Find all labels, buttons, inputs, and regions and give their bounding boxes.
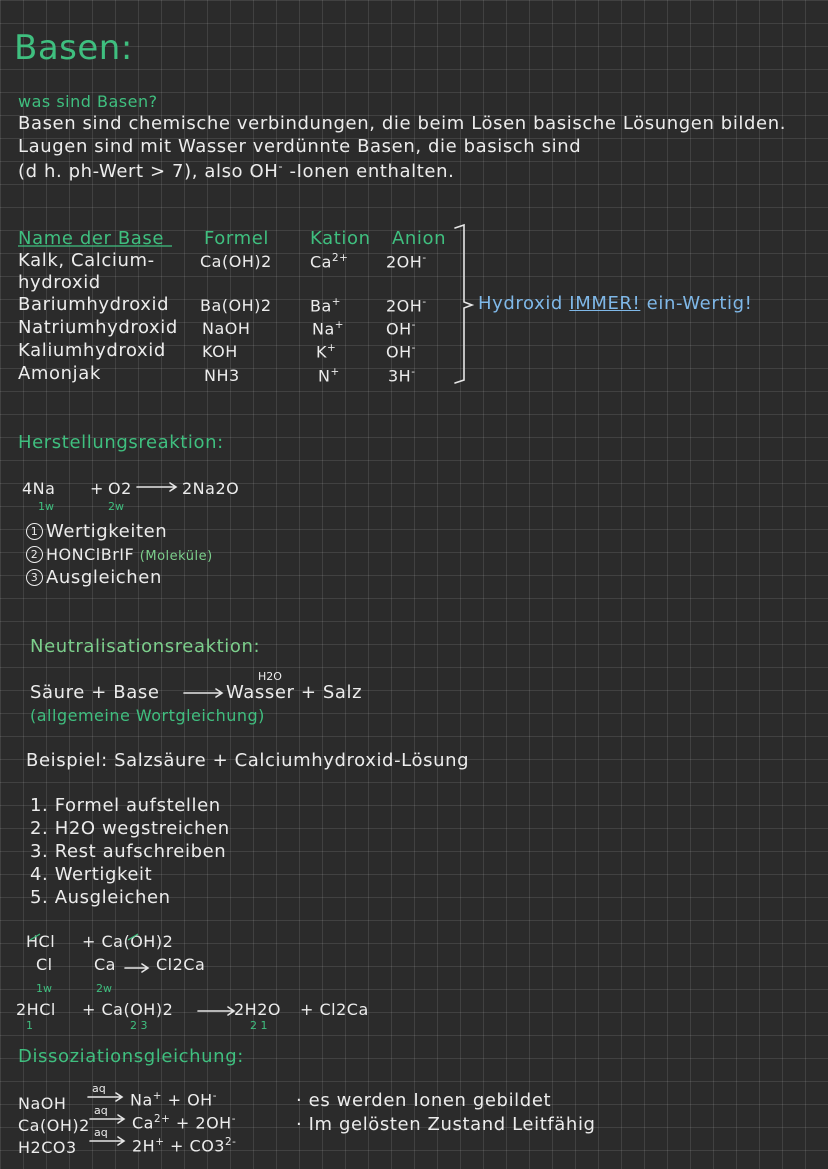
index-label: 2 3 xyxy=(130,1019,148,1032)
eq-plus: + xyxy=(90,479,104,498)
table-row-formula: NaOH xyxy=(202,319,251,338)
arrow-right-icon xyxy=(89,1136,126,1146)
table-row-anion: OH- xyxy=(386,342,416,362)
table-row-name: Natriumhydroxid xyxy=(18,317,178,338)
table-row-name-cont: hydroxid xyxy=(18,272,101,293)
table-row-formula: NH3 xyxy=(204,366,240,385)
word-equation-right: Wasser + Salz xyxy=(226,682,363,703)
strike-mark xyxy=(127,933,139,941)
table-row-anion: 3H- xyxy=(388,366,416,386)
valence-label: 1w xyxy=(36,982,52,995)
table-row-formula: Ca(OH)2 xyxy=(200,252,272,271)
example-line: Beispiel: Salzsäure + Calciumhydroxid-Lö… xyxy=(26,750,470,771)
work-ca: Ca xyxy=(94,955,116,974)
dissociation-right: 2H+ + CO32- xyxy=(132,1136,237,1156)
dissociation-left: Ca(OH)2 xyxy=(18,1116,90,1135)
table-row-name: Amonjak xyxy=(18,363,101,384)
arrow-right-icon xyxy=(124,963,150,973)
table-row-cation: N+ xyxy=(318,366,340,386)
procedure-step: 5. Ausgleichen xyxy=(30,887,171,908)
arrow-right-icon xyxy=(197,1006,236,1016)
table-row-cation: Na+ xyxy=(312,319,344,339)
aq-label: aq xyxy=(94,1126,108,1139)
procedure-step: 4. Wertigkeit xyxy=(30,864,153,885)
work-hcl: HCl xyxy=(26,932,56,951)
table-row-anion: OH- xyxy=(386,319,416,339)
work-cl: Cl xyxy=(36,955,53,974)
table-header-name: Name der Base xyxy=(18,228,165,249)
word-equation-note: (allgemeine Wortgleichung) xyxy=(30,706,265,725)
work-cl2ca: Cl2Ca xyxy=(156,955,206,974)
intro-line-2: Laugen sind mit Wasser verdünnte Basen, … xyxy=(18,136,582,157)
hydroxid-note: Hydroxid IMMER! ein-Wertig! xyxy=(478,293,753,314)
arrow-right-icon xyxy=(87,1092,124,1102)
table-row-anion: 2OH- xyxy=(386,252,427,272)
final-caoh2: + Ca(OH)2 xyxy=(82,1000,174,1019)
table-row-name: Bariumhydroxid xyxy=(18,294,170,315)
intro-question: was sind Basen? xyxy=(18,92,158,111)
brace-icon xyxy=(454,223,475,384)
aq-label: aq xyxy=(94,1104,108,1117)
dissociation-note: · es werden Ionen gebildet xyxy=(296,1090,552,1111)
dissociation-right: Ca2+ + 2OH- xyxy=(132,1113,236,1133)
intro-line-3: (d h. ph-Wert > 7), also OH- -Ionen enth… xyxy=(18,159,455,182)
eq-reactant-o2: O2 xyxy=(108,479,132,498)
procedure-step: 3. Rest aufschreiben xyxy=(30,841,227,862)
valence-label: 2w xyxy=(108,500,124,513)
table-row-name: Kalk, Calcium- xyxy=(18,250,155,271)
valence-label: 2w xyxy=(96,982,112,995)
h2o-label: H2O xyxy=(258,670,282,683)
procedure-step: 2. H2O wegstreichen xyxy=(30,818,230,839)
strike-mark xyxy=(29,933,41,941)
aq-label: aq xyxy=(92,1082,106,1095)
final-h2o: 2H2O xyxy=(234,1000,281,1019)
table-row-cation: K+ xyxy=(316,342,337,362)
index-label: 2 1 xyxy=(250,1019,268,1032)
table-header-cation: Kation xyxy=(310,228,371,249)
eq-reactant-na: 4Na xyxy=(22,479,56,498)
intro-line-1: Basen sind chemische verbindungen, die b… xyxy=(18,113,787,134)
table-row-formula: Ba(OH)2 xyxy=(200,296,272,315)
work-caoh2: + Ca(OH)2 xyxy=(82,932,174,951)
dissociation-left: NaOH xyxy=(18,1094,67,1113)
section-heading-herstellung: Herstellungsreaktion: xyxy=(18,432,224,453)
dissociation-right: Na+ + OH- xyxy=(130,1090,217,1110)
word-equation-left: Säure + Base xyxy=(30,682,160,703)
page-title: Basen: xyxy=(14,28,133,68)
final-hcl: 2HCl xyxy=(16,1000,56,1019)
arrow-right-icon xyxy=(183,688,224,698)
index-label: 1 xyxy=(26,1019,33,1032)
dissociation-left: H2CO3 xyxy=(18,1138,77,1157)
section-heading-dissoziation: Dissoziationsgleichung: xyxy=(18,1046,244,1067)
eq-product: 2Na2O xyxy=(182,479,240,498)
table-row-cation: Ba+ xyxy=(310,296,341,316)
arrow-right-icon xyxy=(89,1114,126,1124)
valence-label: 1w xyxy=(38,500,54,513)
table-header-formula: Formel xyxy=(204,228,270,249)
dissociation-note: · Im gelösten Zustand Leitfähig xyxy=(296,1114,596,1135)
final-cl2ca: + Cl2Ca xyxy=(300,1000,369,1019)
table-row-formula: KOH xyxy=(202,342,238,361)
table-row-cation: Ca2+ xyxy=(310,252,349,272)
section-heading-neutralisation: Neutralisationsreaktion: xyxy=(30,636,261,657)
arrow-right-icon xyxy=(136,482,178,492)
table-row-name: Kaliumhydroxid xyxy=(18,340,166,361)
table-header-anion: Anion xyxy=(392,228,447,249)
procedure-step: 1. Formel aufstellen xyxy=(30,795,221,816)
table-row-anion: 2OH- xyxy=(386,296,427,316)
